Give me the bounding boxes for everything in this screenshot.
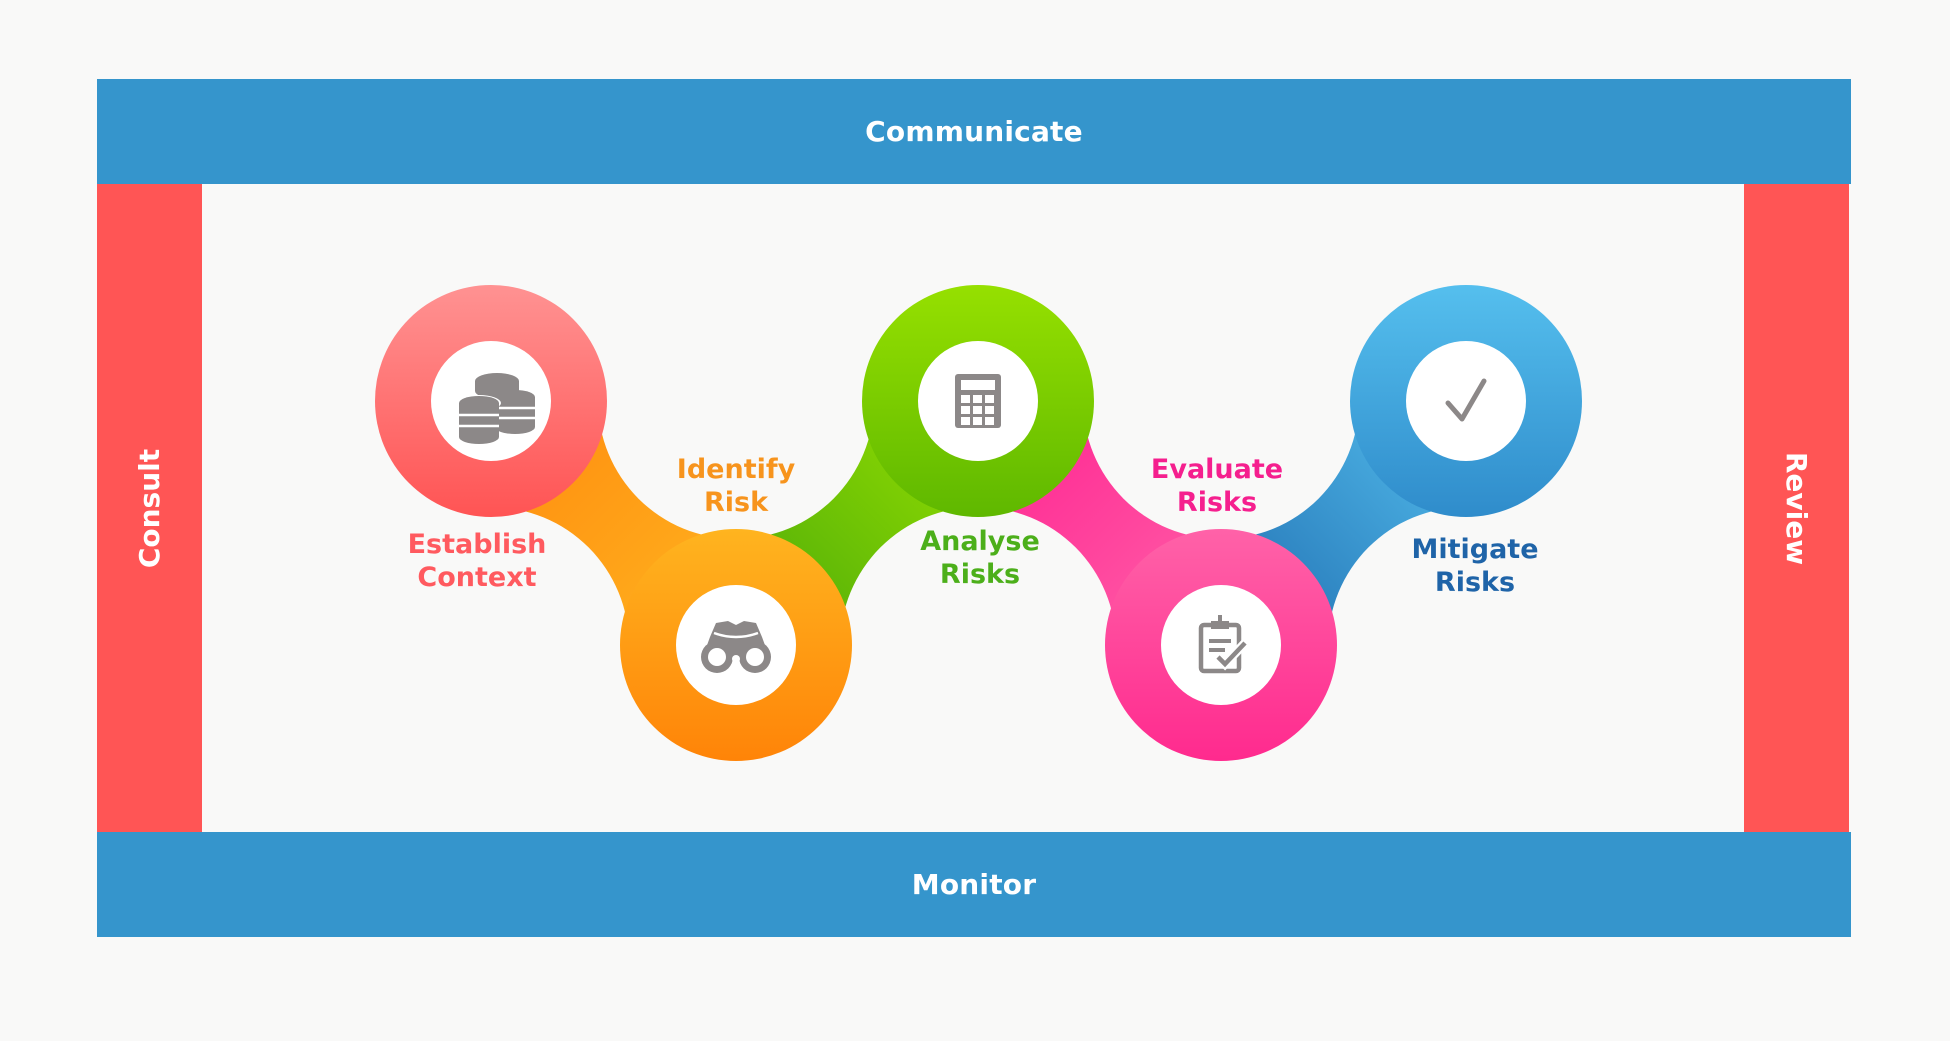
checkmark-icon bbox=[1445, 378, 1487, 422]
clipboard-check-icon bbox=[1198, 615, 1249, 674]
monitor-label: Monitor bbox=[911, 868, 1037, 901]
monitor-band: Monitor bbox=[97, 832, 1851, 937]
connector-cutouts bbox=[353, 263, 1604, 783]
label-identify-line2: Risk bbox=[703, 487, 769, 518]
cutout-mitigate bbox=[1328, 507, 1604, 783]
label-evaluate-line1: Evaluate bbox=[1150, 454, 1284, 485]
step-mitigate-inner bbox=[1406, 341, 1526, 461]
label-evaluate: Evaluate Risks bbox=[1097, 453, 1337, 519]
label-establish: Establish Context bbox=[357, 528, 597, 594]
cutout-evaluate bbox=[1083, 263, 1359, 539]
step-circles bbox=[375, 285, 1582, 761]
step-mitigate bbox=[1350, 285, 1582, 517]
binoculars-icon bbox=[701, 621, 771, 673]
label-analyse-line2: Risks bbox=[939, 559, 1021, 590]
label-mitigate-line1: Mitigate bbox=[1411, 534, 1539, 565]
communicate-label: Communicate bbox=[865, 115, 1083, 148]
label-establish-line1: Establish bbox=[407, 529, 547, 560]
label-establish-line2: Context bbox=[417, 562, 537, 593]
label-evaluate-line2: Risks bbox=[1176, 487, 1258, 518]
label-mitigate: Mitigate Risks bbox=[1355, 533, 1595, 599]
step-identify bbox=[620, 529, 852, 761]
label-identify-line1: Identify bbox=[676, 454, 796, 485]
cutout-establish bbox=[353, 507, 629, 783]
step-evaluate bbox=[1105, 529, 1337, 761]
coins-stack-icon bbox=[457, 373, 535, 444]
label-mitigate-line2: Risks bbox=[1434, 567, 1516, 598]
cutout-analyse bbox=[840, 507, 1116, 783]
label-analyse-line1: Analyse bbox=[920, 526, 1040, 557]
label-identify: Identify Risk bbox=[616, 453, 856, 519]
calculator-icon bbox=[955, 374, 1001, 428]
label-analyse: Analyse Risks bbox=[860, 525, 1100, 591]
review-bar: Review bbox=[1744, 184, 1849, 832]
step-evaluate-inner bbox=[1161, 585, 1281, 705]
communicate-band: Communicate bbox=[97, 79, 1851, 184]
cutout-identify bbox=[598, 263, 874, 539]
step-establish bbox=[375, 285, 607, 517]
consult-bar: Consult bbox=[97, 184, 202, 832]
step-analyse bbox=[862, 285, 1094, 517]
